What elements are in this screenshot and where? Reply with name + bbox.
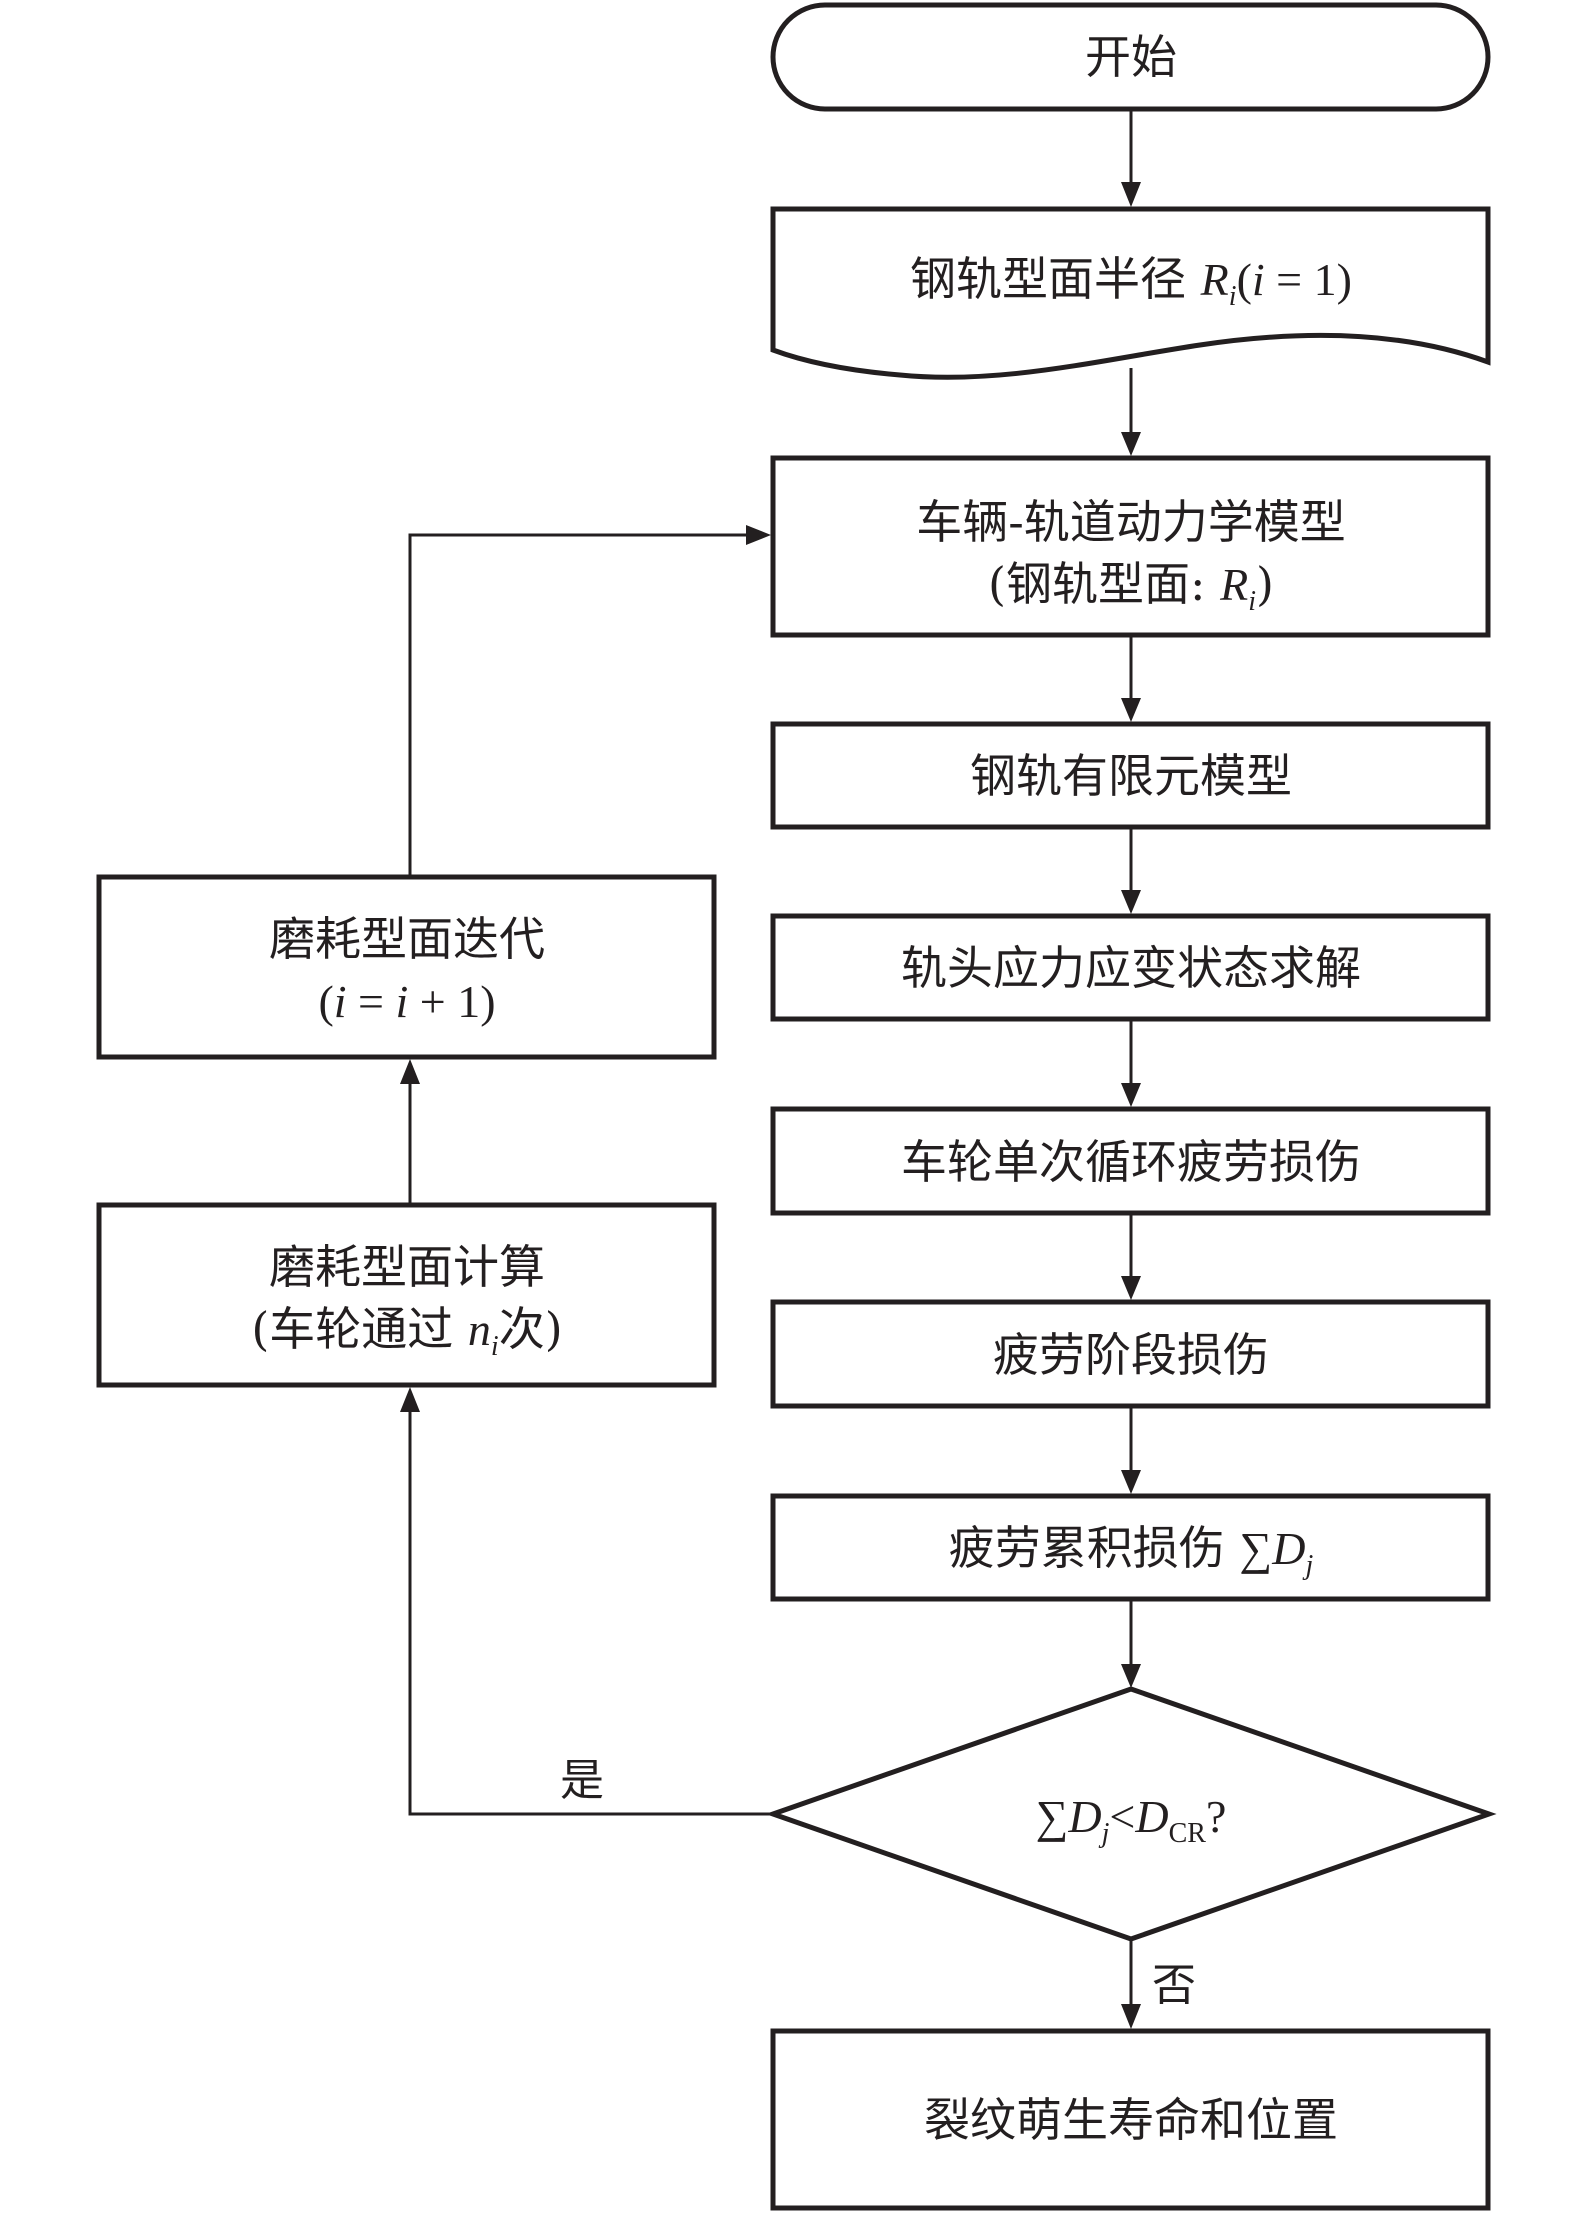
edge-calc-to-iter (400, 1059, 420, 1203)
edge-fe-to-stress (1121, 829, 1141, 914)
edge-decision-no: 否 (1121, 1939, 1196, 2029)
arrowhead-right-icon (746, 525, 771, 545)
arrowhead-down-icon (1121, 890, 1141, 914)
process-box (96, 1202, 717, 1388)
arrowhead-down-icon (1121, 698, 1141, 722)
node-dynamics-model: 车辆-轨道动力学模型 (钢轨型面: Ri) (770, 455, 1491, 638)
edge-iter-to-dynamics (408, 525, 771, 875)
connector-line (408, 533, 748, 875)
node-rail-profile-input: 钢轨型面半径 Ri(i = 1) (770, 206, 1491, 380)
yes-label: 是 (560, 1755, 604, 1806)
single-cycle-label: 车轮单次循环疲劳损伤 (901, 1135, 1361, 1189)
arrowhead-down-icon (1121, 2004, 1141, 2029)
process-box (770, 1106, 1491, 1216)
arrowhead-down-icon (1121, 1276, 1141, 1300)
crack-life-label: 裂纹萌生寿命和位置 (924, 2093, 1338, 2147)
process-box (96, 874, 717, 1060)
document-shape (770, 206, 1491, 380)
edge-dynamics-to-fe (1121, 637, 1141, 722)
node-decision: ∑Dj<DCR? (765, 1686, 1497, 1942)
wear-iter-line1: 磨耗型面迭代 (269, 912, 545, 966)
node-wear-calc: 磨耗型面计算 (车轮通过 ni次) (96, 1202, 717, 1388)
dynamics-label-line2: (钢轨型面: Ri) (988, 557, 1274, 617)
node-single-cycle-damage: 车轮单次循环疲劳损伤 (770, 1106, 1491, 1216)
node-fe-model: 钢轨有限元模型 (770, 721, 1491, 830)
arrowhead-up-icon (400, 1387, 420, 1412)
arrowhead-down-icon (1121, 1664, 1141, 1688)
process-box (770, 2028, 1491, 2211)
dynamics-label-line1: 车辆-轨道动力学模型 (916, 495, 1346, 549)
process-box (770, 913, 1491, 1022)
process-box (770, 1299, 1491, 1409)
edge-stress-to-single (1121, 1021, 1141, 1107)
edge-cumulative-to-decision (1121, 1601, 1141, 1688)
rail-profile-label: 钢轨型面半径 Ri(i = 1) (910, 252, 1352, 312)
arrowhead-down-icon (1121, 1470, 1141, 1494)
arrowhead-up-icon (400, 1059, 420, 1084)
wear-calc-line2: (车轮通过 ni次) (251, 1302, 562, 1362)
node-stress-strain: 轨头应力应变状态求解 (770, 913, 1491, 1022)
node-phase-damage: 疲劳阶段损伤 (770, 1299, 1491, 1409)
wear-iter-line2: (i = i + 1) (318, 976, 495, 1027)
stress-strain-label: 轨头应力应变状态求解 (901, 941, 1361, 995)
no-label: 否 (1152, 1960, 1196, 2011)
process-box (770, 455, 1491, 638)
start-label: 开始 (1085, 30, 1177, 84)
wear-calc-line1: 磨耗型面计算 (269, 1240, 545, 1294)
edge-input-to-dynamics (1121, 368, 1141, 456)
cumulative-damage-label: 疲劳累积损伤 ∑Dj (949, 1521, 1314, 1581)
connector-line (408, 1410, 773, 1816)
phase-damage-label: 疲劳阶段损伤 (993, 1328, 1269, 1382)
node-start: 开始 (770, 2, 1491, 112)
edge-decision-yes: 是 (400, 1387, 773, 1816)
process-box (770, 1493, 1491, 1602)
fe-model-label: 钢轨有限元模型 (970, 749, 1292, 803)
edge-phase-to-cumulative (1121, 1408, 1141, 1494)
arrowhead-down-icon (1121, 1083, 1141, 1107)
node-crack-life: 裂纹萌生寿命和位置 (770, 2028, 1491, 2211)
arrowhead-down-icon (1121, 182, 1141, 207)
edge-single-to-phase (1121, 1215, 1141, 1300)
arrowhead-down-icon (1121, 432, 1141, 456)
decision-label: ∑Dj<DCR? (1036, 1791, 1227, 1849)
edge-start-to-input (1121, 109, 1141, 207)
node-cumulative-damage: 疲劳累积损伤 ∑Dj (770, 1493, 1491, 1602)
node-wear-iter: 磨耗型面迭代 (i = i + 1) (96, 874, 717, 1060)
process-box (770, 721, 1491, 830)
